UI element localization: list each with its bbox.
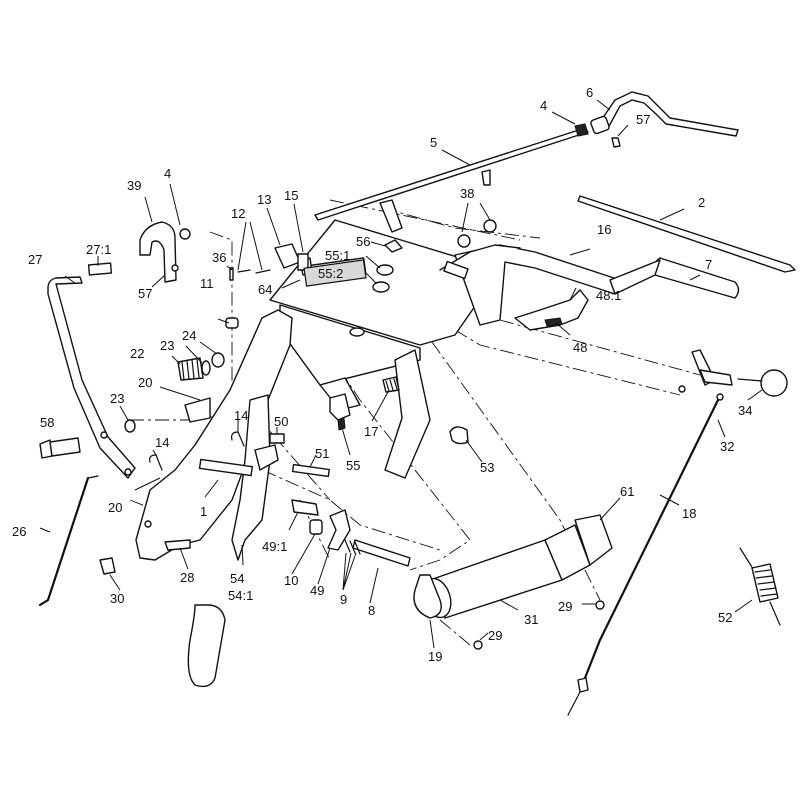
tie-rod-2 — [577, 195, 796, 273]
callout-49-1: 49:1 — [262, 539, 287, 554]
clamp-53 — [449, 426, 469, 445]
bracket-32 — [678, 349, 788, 401]
control-rod-5 — [314, 123, 589, 233]
callout-15: 15 — [284, 188, 298, 203]
callout-13: 13 — [257, 192, 271, 207]
arm-20 — [135, 309, 293, 561]
bolts-28-30 — [99, 539, 191, 575]
strap-19 — [413, 574, 442, 619]
callout-49: 49 — [310, 583, 324, 598]
pins-1-50-51 — [198, 433, 330, 478]
callout-1: 1 — [200, 504, 207, 519]
callout-14: 14 — [234, 408, 248, 423]
callout-6: 6 — [586, 85, 593, 100]
callout-54: 54 — [230, 571, 244, 586]
spring-stack — [124, 267, 239, 433]
rod-26 — [38, 475, 99, 607]
handle-54 — [187, 394, 279, 688]
callout-55-2: 55:2 — [318, 266, 343, 281]
latch-48 — [514, 289, 589, 331]
callout-32: 32 — [720, 439, 734, 454]
callout-19: 19 — [428, 649, 442, 664]
callout-11: 11 — [200, 276, 214, 291]
callout-18: 18 — [682, 506, 696, 521]
callout-22: 22 — [130, 346, 144, 361]
callout-23: 23 — [110, 391, 124, 406]
callout-53: 53 — [480, 460, 494, 475]
callout-52: 52 — [718, 610, 732, 625]
callout-12: 12 — [231, 206, 245, 221]
callout-31: 31 — [524, 612, 538, 627]
callout-58: 58 — [40, 415, 54, 430]
callout-20: 20 — [138, 375, 152, 390]
callout-5: 5 — [430, 135, 437, 150]
callout-9: 9 — [340, 592, 347, 607]
callout-29: 29 — [488, 628, 502, 643]
callout-39: 39 — [127, 178, 141, 193]
callout-20: 20 — [108, 500, 122, 515]
callout-24: 24 — [182, 328, 196, 343]
callout-labels: 2 4 4 5 6 57 57 38 16 7 39 12 13 15 56 5… — [12, 85, 752, 664]
callout-55-1: 55:1 — [325, 248, 350, 263]
leader-lines — [39, 99, 763, 649]
callout-50: 50 — [274, 414, 288, 429]
main-frame — [269, 219, 621, 479]
callout-27: 27 — [28, 252, 42, 267]
callout-51: 51 — [315, 446, 329, 461]
callout-38: 38 — [460, 186, 474, 201]
callout-57: 57 — [636, 112, 650, 127]
callout-61: 61 — [620, 484, 634, 499]
callout-4: 4 — [540, 98, 547, 113]
callout-28: 28 — [180, 570, 194, 585]
callout-64: 64 — [258, 282, 272, 297]
cable-18 — [567, 398, 720, 716]
callout-30: 30 — [110, 591, 124, 606]
plate-64 — [303, 259, 367, 287]
hook-39 — [139, 221, 191, 283]
callout-23: 23 — [160, 338, 174, 353]
callout-10: 10 — [284, 573, 298, 588]
callout-14: 14 — [155, 435, 169, 450]
pivot-hardware — [291, 499, 411, 567]
callout-57: 57 — [138, 286, 152, 301]
handle-arm-6 — [590, 91, 739, 148]
callout-55: 55 — [346, 458, 360, 473]
callout-34: 34 — [738, 403, 752, 418]
callout-26: 26 — [12, 524, 26, 539]
callout-2: 2 — [698, 195, 705, 210]
bolt-58 — [39, 437, 81, 459]
muffler-31 — [422, 514, 613, 650]
callout-16: 16 — [597, 222, 611, 237]
grip-7 — [609, 257, 740, 299]
callout-7: 7 — [705, 257, 712, 272]
bracket-13 — [237, 243, 313, 276]
callout-48-1: 48:1 — [596, 288, 621, 303]
callout-48: 48 — [573, 340, 587, 355]
spring-52 — [739, 547, 781, 626]
callout-54-1: 54:1 — [228, 588, 253, 603]
callout-8: 8 — [368, 603, 375, 618]
callout-56: 56 — [356, 234, 370, 249]
spring-17 — [329, 376, 400, 431]
callout-27-1: 27:1 — [86, 242, 111, 257]
callout-29: 29 — [558, 599, 572, 614]
callout-17: 17 — [364, 424, 378, 439]
callout-4: 4 — [164, 166, 171, 181]
callout-36: 36 — [212, 250, 226, 265]
